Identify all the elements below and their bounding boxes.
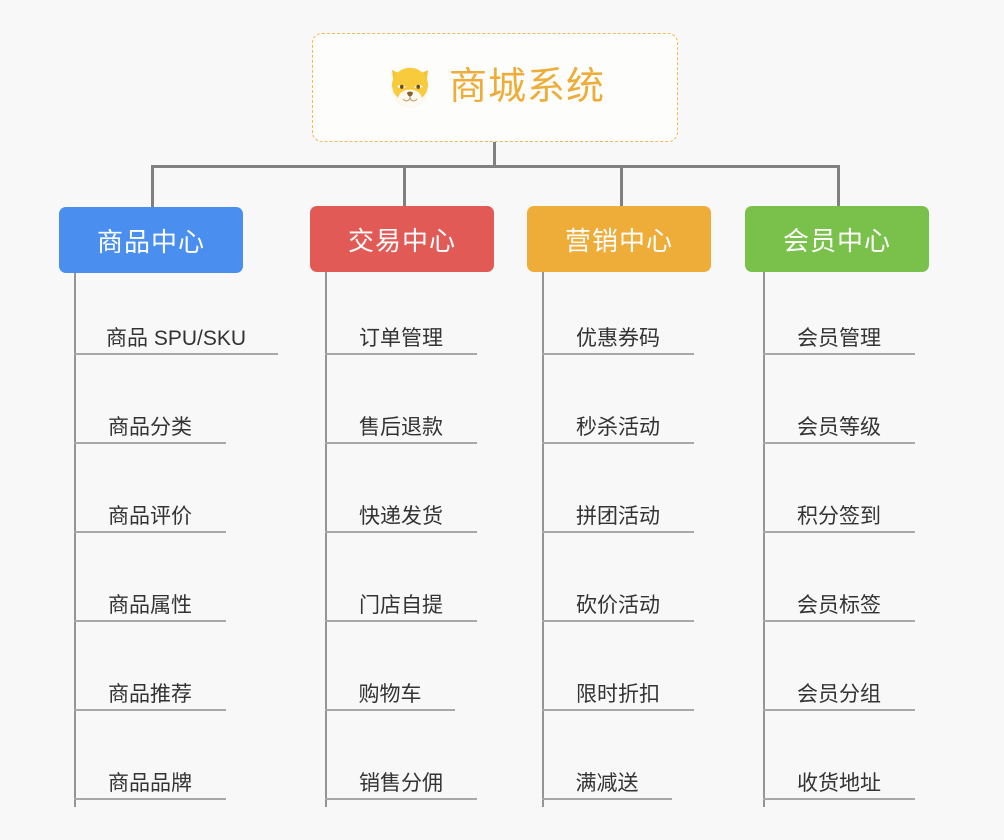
leaf-underline-3-4: [763, 709, 915, 711]
leaf-underline-0-5: [74, 798, 226, 800]
leaf-label-2-2: 拼团活动: [576, 505, 660, 528]
leaf-underline-1-3: [325, 620, 477, 622]
leaf-label-3-4: 会员分组: [797, 683, 881, 706]
leaf-label-0-4: 商品推荐: [108, 683, 192, 706]
category-title-2: 营销中心: [564, 225, 673, 256]
column-rail-2: [542, 272, 544, 807]
leaf-label-0-5: 商品品牌: [108, 772, 192, 795]
leaf-underline-3-1: [763, 442, 915, 444]
leaf-underline-1-5: [325, 798, 477, 800]
leaf-label-1-2: 快递发货: [359, 505, 443, 528]
leaf-label-3-1: 会员等级: [797, 416, 881, 439]
category-header-1[interactable]: 交易中心: [310, 206, 494, 272]
leaf-label-0-2: 商品评价: [108, 505, 192, 528]
leaf-label-1-1: 售后退款: [359, 416, 443, 439]
leaf-underline-2-3: [542, 620, 694, 622]
leaf-underline-2-4: [542, 709, 694, 711]
leaf-label-1-3: 门店自提: [359, 594, 443, 617]
category-header-0[interactable]: 商品中心: [59, 207, 243, 273]
leaf-underline-0-3: [74, 620, 226, 622]
leaf-label-1-5: 销售分佣: [359, 772, 443, 795]
connector-bus-line: [151, 165, 839, 168]
leaf-label-0-0: 商品 SPU/SKU: [105, 327, 247, 350]
leaf-underline-0-0: [74, 353, 278, 355]
leaf-label-3-3: 会员标签: [797, 594, 881, 617]
leaf-underline-0-2: [74, 531, 226, 533]
connector-drop-4: [837, 165, 840, 207]
leaf-label-2-1: 秒杀活动: [576, 416, 660, 439]
category-title-1: 交易中心: [347, 225, 456, 256]
category-title-0: 商品中心: [96, 226, 205, 257]
leaf-label-3-2: 积分签到: [797, 505, 881, 528]
leaf-underline-3-5: [763, 798, 915, 800]
root-stem-line: [493, 142, 496, 167]
root-node[interactable]: 商城系统: [312, 33, 678, 142]
leaf-underline-2-5: [542, 798, 672, 800]
category-title-3: 会员中心: [782, 225, 891, 256]
leaf-label-2-4: 限时折扣: [576, 683, 660, 706]
leaf-label-2-5: 满减送: [575, 772, 639, 795]
leaf-label-1-4: 购物车: [358, 683, 422, 706]
leaf-label-2-0: 优惠券码: [576, 327, 660, 350]
column-rail-1: [325, 272, 327, 807]
leaf-underline-0-4: [74, 709, 226, 711]
leaf-underline-1-0: [325, 353, 477, 355]
connector-drop-2: [403, 165, 406, 207]
leaf-label-3-0: 会员管理: [797, 327, 881, 350]
root-title: 商城系统: [448, 65, 605, 108]
category-header-2[interactable]: 营销中心: [527, 206, 711, 272]
leaf-label-0-1: 商品分类: [108, 416, 192, 439]
category-header-3[interactable]: 会员中心: [745, 206, 929, 272]
leaf-underline-3-3: [763, 620, 915, 622]
leaf-underline-2-2: [542, 531, 694, 533]
leaf-underline-1-1: [325, 442, 477, 444]
connector-drop-3: [620, 165, 623, 207]
shiba-dog-icon: [385, 63, 435, 113]
column-rail-3: [763, 272, 765, 807]
leaf-underline-3-2: [763, 531, 915, 533]
connector-drop-1: [151, 165, 154, 207]
leaf-label-3-5: 收货地址: [797, 772, 881, 795]
leaf-underline-2-0: [542, 353, 694, 355]
leaf-label-1-0: 订单管理: [359, 327, 443, 350]
leaf-underline-1-4: [325, 709, 455, 711]
leaf-label-2-3: 砍价活动: [576, 594, 660, 617]
leaf-underline-0-1: [74, 442, 226, 444]
leaf-underline-3-0: [763, 353, 915, 355]
leaf-underline-1-2: [325, 531, 477, 533]
leaf-underline-2-1: [542, 442, 694, 444]
column-rail-0: [74, 273, 76, 807]
leaf-label-0-3: 商品属性: [108, 594, 192, 617]
